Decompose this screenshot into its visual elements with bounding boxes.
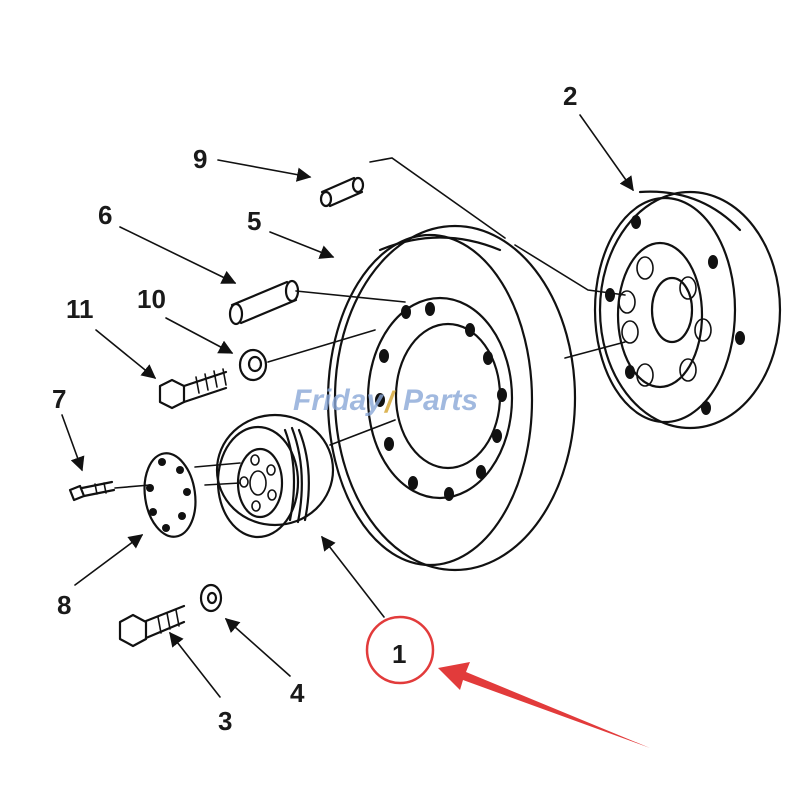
watermark-slash: / xyxy=(383,386,396,419)
callout-8: 8 xyxy=(57,590,71,620)
callout-4: 4 xyxy=(290,678,305,708)
part-10-washer xyxy=(238,348,268,382)
part-3-bolt xyxy=(118,604,186,648)
highlight-annotation xyxy=(365,615,650,748)
part-6-pin xyxy=(228,279,300,326)
callout-1: 1 xyxy=(392,639,406,669)
part-11-bolt xyxy=(158,368,228,410)
callout-6: 6 xyxy=(98,200,112,230)
highlight-arrow-icon xyxy=(438,662,650,748)
watermark-part1: Friday xyxy=(293,384,384,417)
part-7-screw xyxy=(68,480,116,502)
part-1-pulley xyxy=(215,413,335,539)
callout-5: 5 xyxy=(247,206,261,236)
part-4-nut xyxy=(199,583,223,613)
callout-7: 7 xyxy=(52,384,66,414)
callout-11: 11 xyxy=(66,294,94,324)
part-5-damper-ring xyxy=(326,224,577,572)
leader-arrows xyxy=(61,114,634,698)
part-9-pin xyxy=(319,176,365,208)
part-8-plate xyxy=(143,452,197,538)
callout-2: 2 xyxy=(563,81,577,111)
part-2-adapter xyxy=(593,190,782,430)
watermark-part2: Parts xyxy=(403,384,478,417)
watermark-logo: Friday / Parts xyxy=(293,384,478,419)
callout-9: 9 xyxy=(193,144,207,174)
alignment-lines xyxy=(114,157,626,489)
callout-3: 3 xyxy=(218,706,232,736)
highlight-circle xyxy=(365,615,435,685)
callout-10: 10 xyxy=(137,284,166,314)
